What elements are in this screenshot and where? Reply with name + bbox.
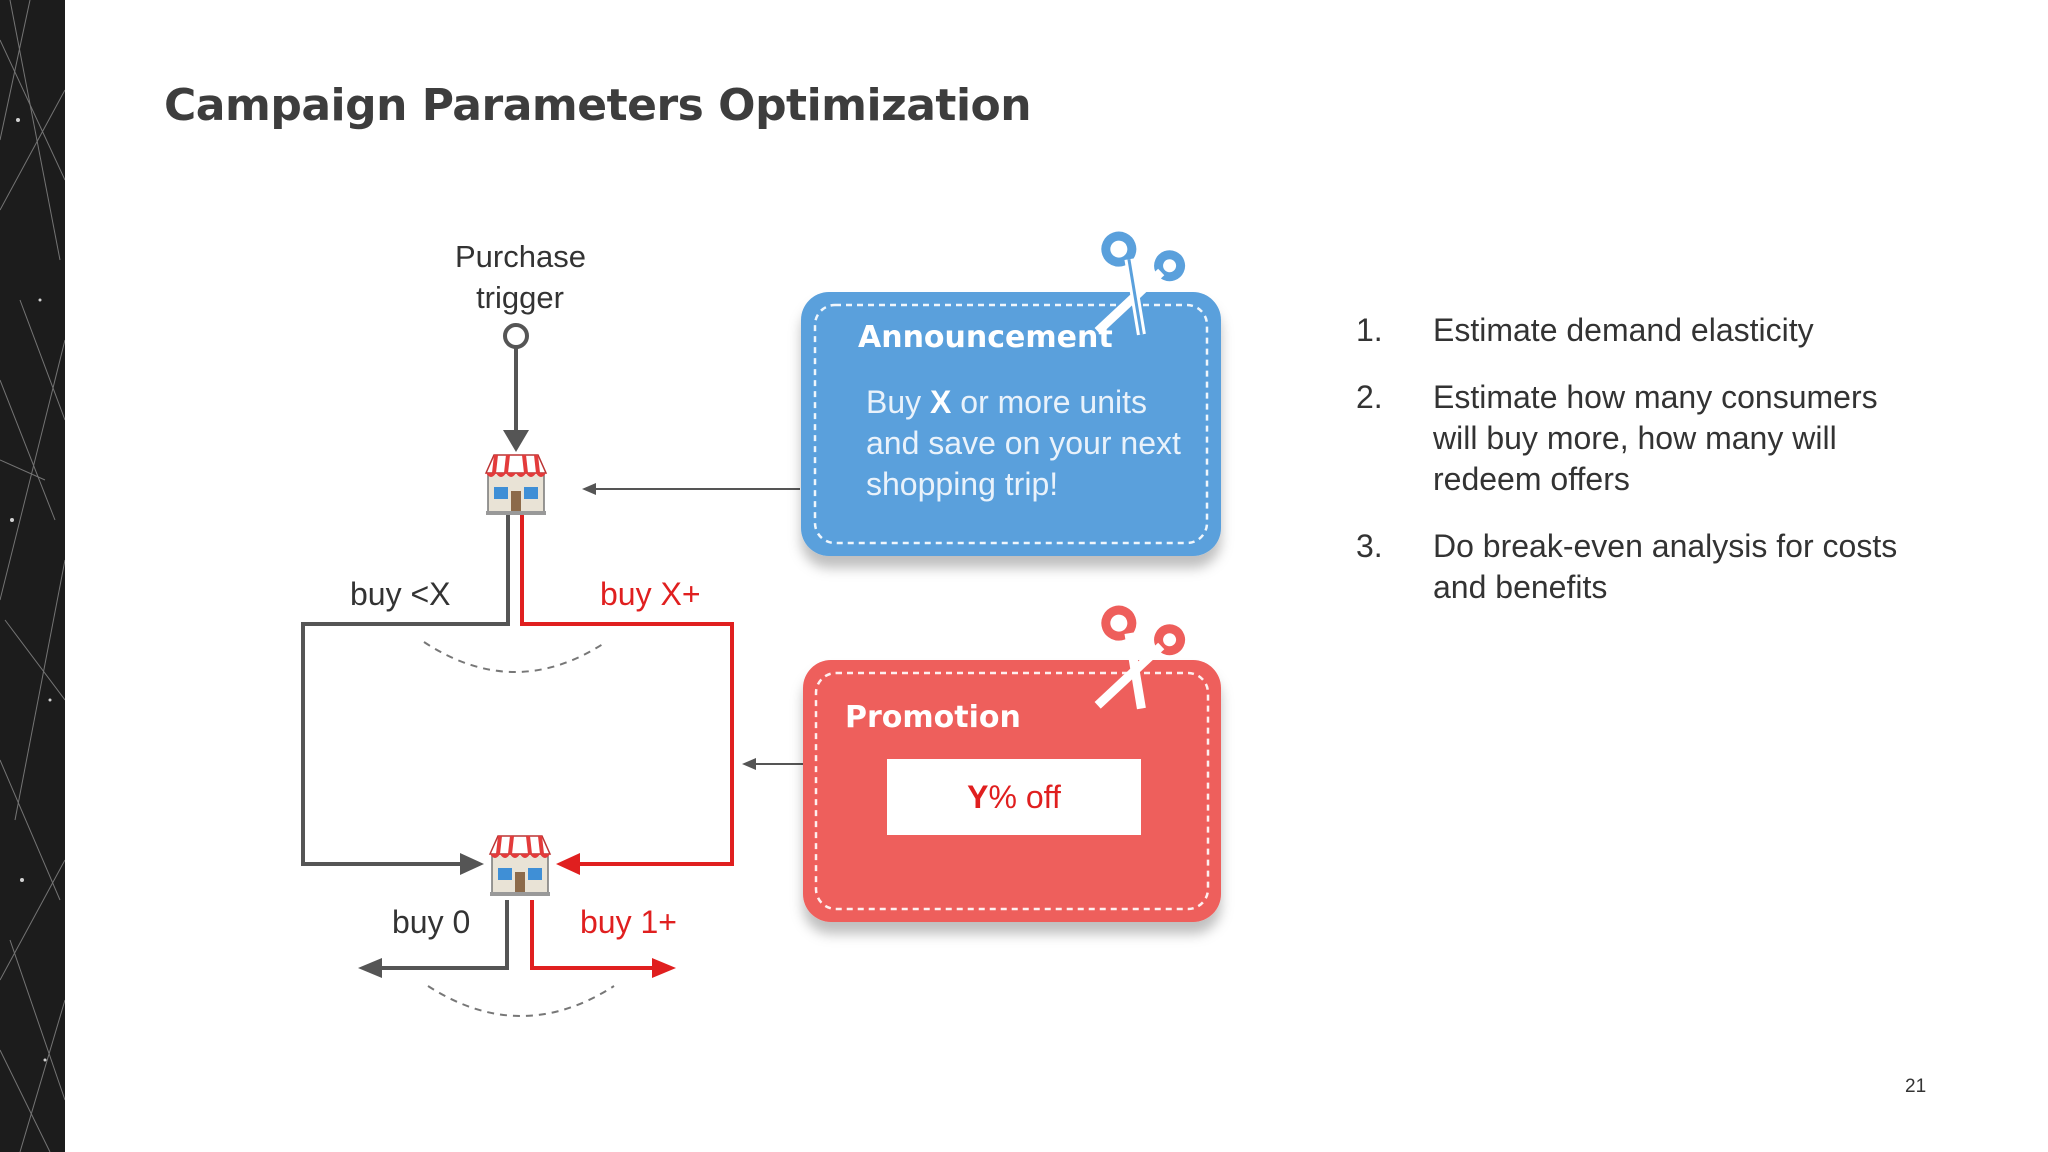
promotion-title: Promotion (845, 700, 1021, 735)
trigger-label-line1: Purchase (455, 239, 586, 274)
store-icon (484, 454, 548, 515)
announcement-text-bold: X (930, 384, 952, 420)
announcement-coupon (801, 292, 1221, 556)
list-item: 3. Do break-even analysis for costs and b… (1356, 526, 1916, 608)
promotion-offer: Y% off (887, 759, 1141, 835)
slide-title: Campaign Parameters Optimization (164, 80, 1032, 131)
path-buy-zero (374, 900, 509, 970)
trigger-label: Purchase trigger (455, 236, 586, 318)
announcement-text-after: or more units and save on your next shop… (866, 384, 1181, 502)
split-arc-bottom (427, 985, 615, 1017)
split-arc-top (423, 641, 607, 673)
step-number: 2. (1356, 379, 1383, 415)
announcement-title: Announcement (858, 320, 1113, 355)
step-text: Estimate demand elasticity (1433, 312, 1814, 348)
step-number: 3. (1356, 528, 1383, 564)
path-buy-one-plus (530, 900, 660, 970)
announcement-text-before: Buy (866, 384, 922, 420)
buy-less-label: buy <X (350, 576, 451, 612)
buy-more-label: buy X+ (600, 576, 701, 612)
store-icon (488, 835, 552, 896)
buy-zero-label: buy 0 (392, 904, 471, 940)
trigger-node (503, 323, 529, 349)
step-number: 1. (1356, 312, 1383, 348)
steps-list: 1. Estimate demand elasticity 2. Estimate … (1356, 310, 1916, 634)
list-item: 1. Estimate demand elasticity (1356, 310, 1916, 351)
buy-one-plus-label: buy 1+ (580, 904, 677, 940)
scissors-icon (1094, 605, 1186, 710)
step-text: Do break-even analysis for costs and ben… (1433, 528, 1898, 605)
page-number: 21 (1905, 1076, 1927, 1097)
promotion-offer-bold: Y (967, 778, 989, 815)
announcement-text: Buy X or more units and save on your nex… (866, 382, 1186, 505)
decorative-network-strip (0, 0, 65, 1152)
promotion-offer-rest: % off (988, 778, 1061, 815)
step-text: Estimate how many consumers will buy mor… (1433, 379, 1878, 497)
path-buy-more (520, 512, 734, 866)
list-item: 2. Estimate how many consumers will buy m… (1356, 377, 1916, 500)
trigger-label-line2: trigger (476, 280, 564, 315)
scissors-icon (1094, 231, 1186, 336)
path-buy-less (301, 512, 510, 866)
